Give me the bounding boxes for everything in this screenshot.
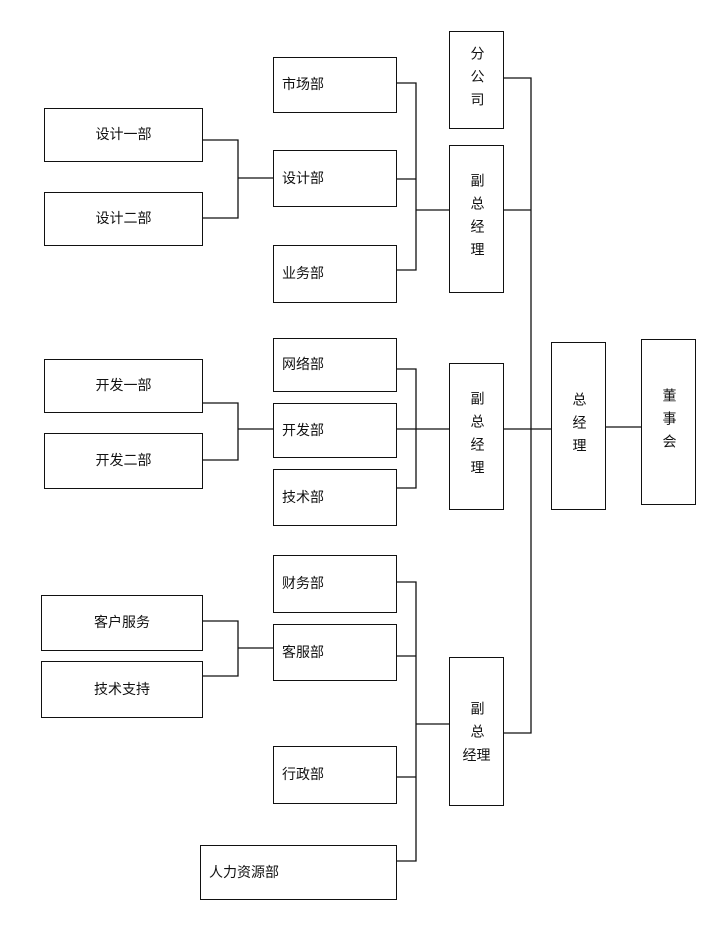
finance-dept-box: 财务部 bbox=[273, 555, 397, 613]
dev-dept-1-label: 开发一部 bbox=[95, 378, 152, 394]
finance-dept-label: 财务部 bbox=[282, 576, 324, 592]
connector-dev-subdepts bbox=[203, 402, 273, 461]
network-dept-label: 网络部 bbox=[282, 357, 324, 373]
branch-office-box: 分公司 bbox=[449, 31, 504, 129]
general-manager-box: 总经理 bbox=[551, 342, 606, 510]
hr-dept-box: 人力资源部 bbox=[200, 845, 397, 900]
branch-office-label: 分公司 bbox=[468, 45, 485, 115]
vice-gm-bottom-line2: 经理 bbox=[462, 747, 491, 764]
admin-dept-label: 行政部 bbox=[282, 767, 324, 783]
market-dept-label: 市场部 bbox=[282, 77, 324, 93]
customer-service-label: 客户服务 bbox=[94, 615, 150, 631]
market-dept-box: 市场部 bbox=[273, 57, 397, 113]
business-dept-box: 业务部 bbox=[273, 245, 397, 303]
customer-service-box: 客户服务 bbox=[41, 595, 203, 651]
design-dept-1-box: 设计一部 bbox=[44, 108, 203, 162]
tech-support-label: 技术支持 bbox=[94, 681, 150, 698]
connector-mid-depts bbox=[397, 368, 449, 489]
connector-top-depts bbox=[397, 82, 449, 271]
connector-bottom-depts bbox=[397, 581, 449, 862]
design-dept-box: 设计部 bbox=[273, 150, 397, 207]
admin-dept-box: 行政部 bbox=[273, 746, 397, 804]
board-of-directors-box: 董事会 bbox=[641, 339, 696, 505]
business-dept-label: 业务部 bbox=[282, 266, 324, 282]
vice-gm-bottom-box: 副总 经理 bbox=[449, 657, 504, 806]
vice-gm-top-box: 副总经理 bbox=[449, 145, 504, 293]
design-dept-label: 设计部 bbox=[282, 170, 324, 187]
tech-dept-box: 技术部 bbox=[273, 469, 397, 526]
vice-gm-mid-box: 副总经理 bbox=[449, 363, 504, 510]
connector-design-subdepts bbox=[203, 139, 273, 219]
design-dept-1-label: 设计一部 bbox=[95, 127, 152, 143]
vice-gm-top-label: 副总经理 bbox=[468, 173, 485, 265]
dev-dept-box: 开发部 bbox=[273, 403, 397, 458]
network-dept-box: 网络部 bbox=[273, 338, 397, 392]
dev-dept-2-box: 开发二部 bbox=[44, 433, 203, 489]
tech-support-box: 技术支持 bbox=[41, 661, 203, 718]
general-manager-label: 总经理 bbox=[570, 391, 587, 461]
tech-dept-label: 技术部 bbox=[282, 489, 324, 506]
vice-gm-mid-label: 副总经理 bbox=[468, 390, 485, 483]
design-dept-2-box: 设计二部 bbox=[44, 192, 203, 246]
hr-dept-label: 人力资源部 bbox=[209, 864, 279, 881]
board-of-directors-label: 董事会 bbox=[660, 387, 677, 457]
connector-cs-subdepts bbox=[203, 620, 273, 677]
customer-service-dept-label: 客服部 bbox=[282, 644, 324, 661]
connector-trunk bbox=[504, 77, 551, 734]
vice-gm-bottom-line1: 副总 bbox=[468, 700, 485, 747]
dev-dept-1-box: 开发一部 bbox=[44, 359, 203, 413]
dev-dept-label: 开发部 bbox=[282, 422, 324, 439]
customer-service-dept-box: 客服部 bbox=[273, 624, 397, 681]
design-dept-2-label: 设计二部 bbox=[95, 211, 152, 227]
dev-dept-2-label: 开发二部 bbox=[95, 453, 152, 469]
